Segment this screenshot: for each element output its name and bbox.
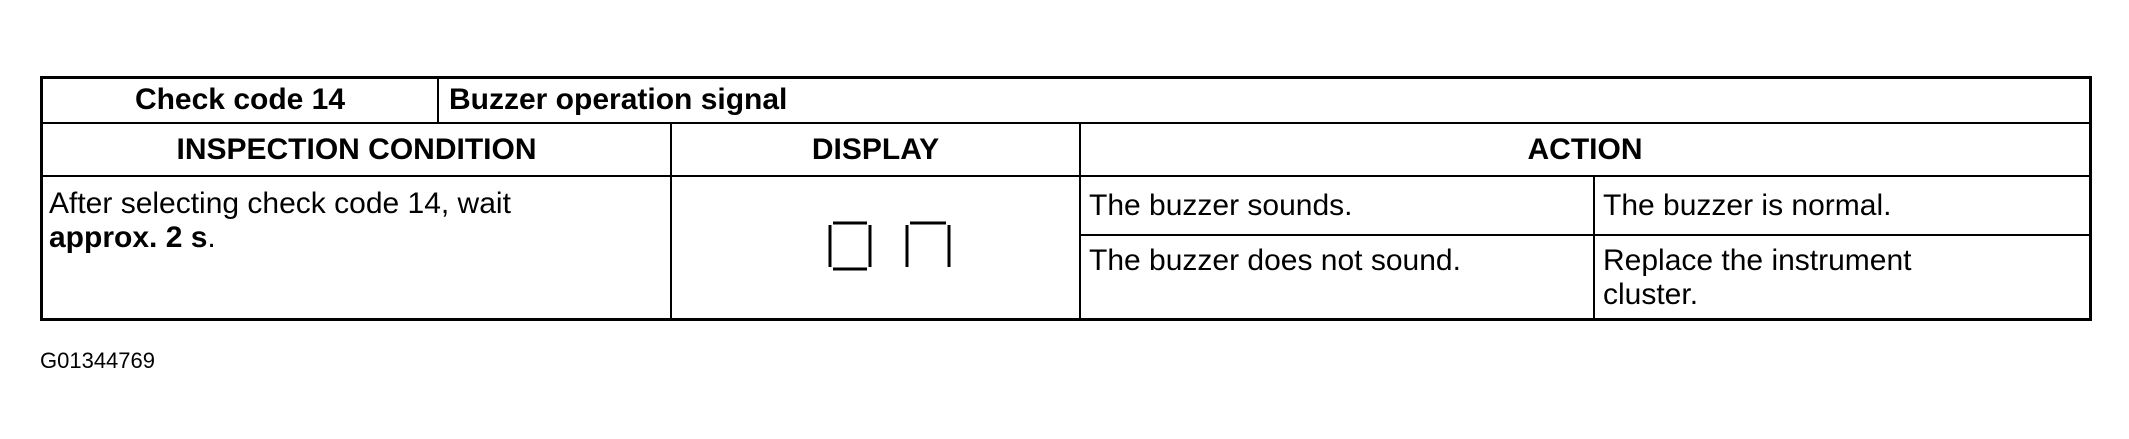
condition-text-part2: approx. 2 s: [49, 221, 208, 254]
row-divider-title: [43, 122, 2089, 124]
col-divider-title: [437, 79, 439, 122]
action-result-1: The buzzer sounds.: [1089, 189, 1353, 222]
row-divider-header: [43, 175, 2089, 177]
segment-display-graphic: [828, 221, 951, 271]
col-divider-condition: [670, 122, 672, 318]
header-display: DISPLAY: [811, 133, 940, 166]
condition-text-part1: After selecting check code 14, wait: [49, 187, 511, 220]
header-action: ACTION: [1527, 133, 1643, 166]
header-inspection-condition: INSPECTION CONDITION: [176, 133, 537, 166]
action-outcome-1: The buzzer is normal.: [1603, 189, 1892, 222]
segment-display: 07: [828, 221, 958, 271]
check-code-table: Check code 14 Buzzer operation signal IN…: [40, 76, 2092, 321]
action-outcome-2: Replace the instrument cluster.: [1603, 244, 1912, 311]
figure-id: G01344769: [40, 348, 155, 373]
col-divider-display: [1079, 122, 1081, 318]
inspection-condition-text: After selecting check code 14, wait appr…: [49, 187, 664, 255]
col-divider-action: [1593, 175, 1595, 318]
action-result-2: The buzzer does not sound.: [1089, 244, 1461, 277]
check-code-description: Buzzer operation signal: [449, 83, 788, 116]
row-divider-action: [1081, 234, 2089, 236]
condition-text-part3: .: [207, 221, 216, 254]
check-code-label: Check code 14: [134, 83, 346, 116]
